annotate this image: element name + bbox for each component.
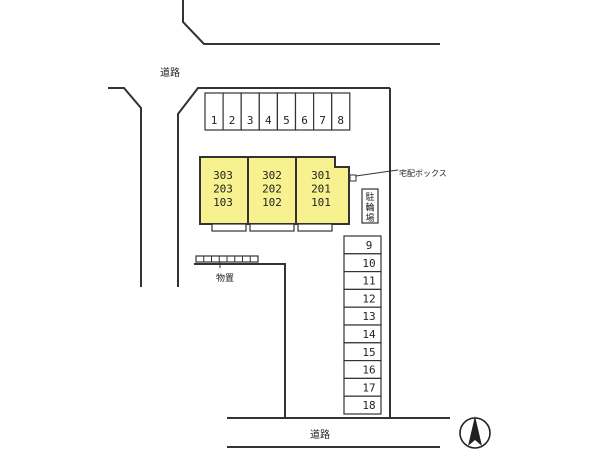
- parking-space-number: 12: [362, 292, 375, 305]
- parking-right: 9 10 11 12 13 14 15 16 17 18: [343, 235, 382, 415]
- balconies: [211, 223, 333, 232]
- road-label-bottom: 道路: [310, 428, 330, 441]
- bicycle-parking-label: 駐輪場: [365, 191, 374, 224]
- parking-space: 13: [343, 306, 382, 326]
- parking-space: 2: [222, 92, 242, 131]
- bicycle-parking-char: 駐: [365, 191, 374, 203]
- site-boundary-top: [177, 87, 390, 287]
- parking-space: 18: [343, 395, 382, 415]
- storage-shed: 物置: [195, 255, 259, 284]
- site-inner-boundary: [194, 263, 286, 418]
- room-number: 202: [262, 183, 282, 196]
- bicycle-parking: [361, 188, 379, 224]
- delivery-box-label: 宅配ボックス: [399, 168, 447, 178]
- delivery-box-icon: [349, 174, 357, 182]
- room-number: 201: [311, 183, 331, 196]
- parking-space: 15: [343, 342, 382, 362]
- room-number: 301: [311, 169, 331, 182]
- parking-space-number: 6: [301, 114, 308, 127]
- parking-space-number: 2: [229, 114, 236, 127]
- room-number: 103: [213, 196, 233, 209]
- room-number: 203: [213, 183, 233, 196]
- road-label-top: 道路: [160, 66, 180, 79]
- parking-space: 12: [343, 288, 382, 308]
- parking-space-number: 7: [319, 114, 326, 127]
- parking-space-number: 11: [362, 275, 375, 288]
- parking-space: 11: [343, 271, 382, 291]
- room-number: 101: [311, 196, 331, 209]
- parking-space-number: 16: [362, 364, 375, 377]
- parking-space-number: 1: [211, 114, 218, 127]
- parking-space: 10: [343, 253, 382, 273]
- parking-space: 6: [294, 92, 315, 131]
- parking-space-number: 4: [265, 114, 272, 127]
- parking-space: 1: [204, 92, 224, 131]
- bicycle-parking-char: 輪: [365, 202, 374, 214]
- parking-space-number: 18: [362, 399, 375, 412]
- balcony: [297, 223, 333, 232]
- parking-space-number: 10: [362, 257, 375, 270]
- parking-space: 5: [276, 92, 297, 131]
- room-number: 102: [262, 196, 282, 209]
- parking-space: 7: [313, 92, 333, 131]
- parking-space: 16: [343, 360, 382, 380]
- parking-space-number: 14: [362, 328, 376, 341]
- balcony: [249, 223, 295, 232]
- room-number: 302: [262, 169, 282, 182]
- parking-space: 4: [258, 92, 278, 131]
- balcony: [211, 223, 247, 232]
- road-edge-top-right: [182, 0, 440, 45]
- parking-space-number: 9: [366, 239, 373, 252]
- parking-space-number: 13: [362, 310, 375, 323]
- delivery-box-leader: [355, 169, 399, 177]
- parking-space-number: 5: [283, 114, 290, 127]
- parking-space-number: 8: [337, 114, 344, 127]
- parking-space: 9: [343, 235, 382, 255]
- parking-space: 8: [331, 92, 351, 131]
- parking-space: 17: [343, 377, 382, 397]
- parking-space-number: 17: [362, 381, 375, 394]
- parking-space: 3: [240, 92, 260, 131]
- room-number: 303: [213, 169, 233, 182]
- road-edge-left: [108, 87, 142, 287]
- bicycle-parking-char: 場: [365, 212, 374, 224]
- parking-space-number: 15: [362, 346, 375, 359]
- road-lines: [108, 0, 450, 448]
- building-outline: [199, 156, 350, 225]
- north-arrow-icon: [459, 416, 491, 449]
- storage-label: 物置: [216, 272, 234, 284]
- parking-space-number: 3: [247, 114, 254, 127]
- parking-space: 14: [343, 324, 382, 344]
